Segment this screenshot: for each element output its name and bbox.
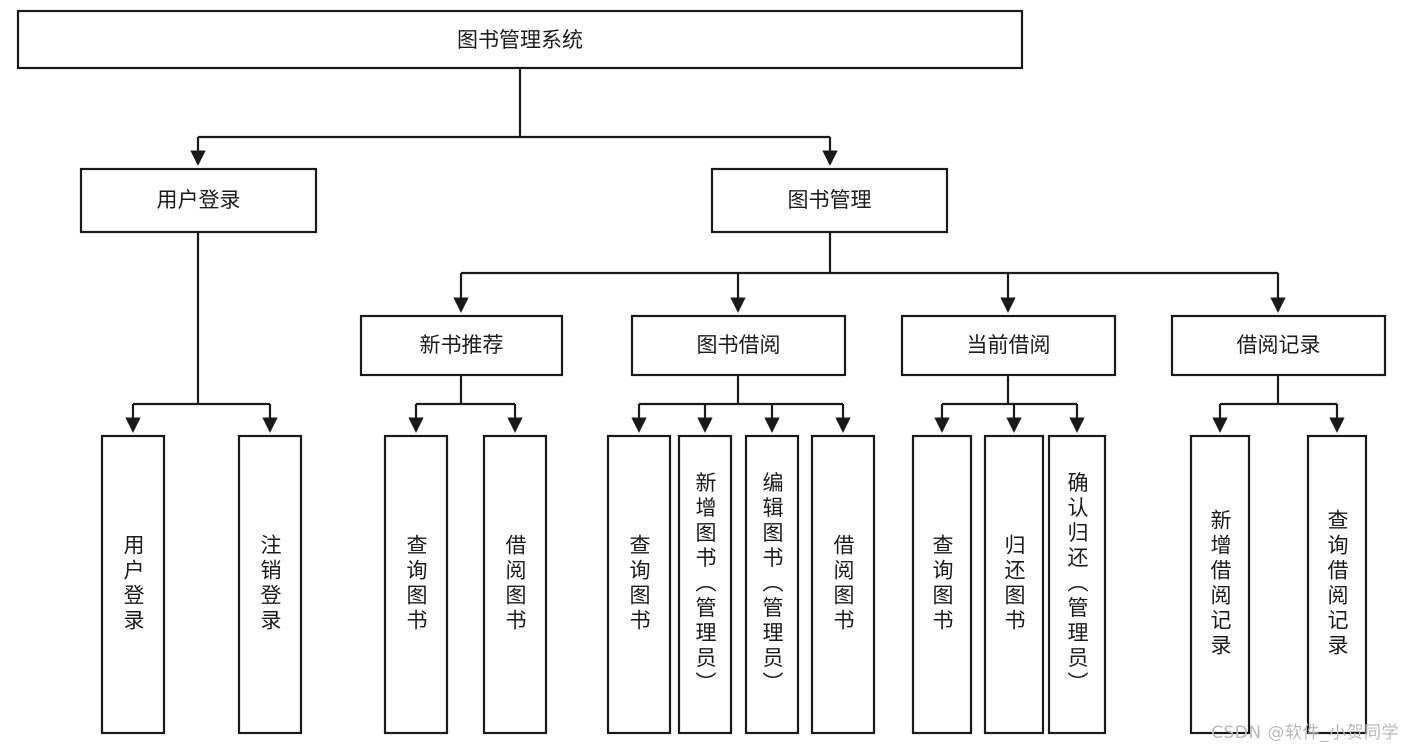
node-leaf-query-book-current-box[interactable] <box>911 434 973 735</box>
node-new-book-rec[interactable]: 新书推荐 <box>359 314 564 377</box>
node-book-borrow-box[interactable] <box>630 314 847 377</box>
node-leaf-edit-book-admin-box[interactable] <box>744 434 800 735</box>
node-leaf-add-book-admin-label: 新增图书（管理员） <box>693 472 717 697</box>
node-leaf-query-book-current[interactable]: 查询图书 <box>911 434 973 735</box>
node-current-borrow-box[interactable] <box>900 314 1117 377</box>
connector-group-user-login <box>125 232 278 433</box>
node-book-borrow-label: 图书借阅 <box>697 333 781 357</box>
node-leaf-user-login-label: 用户登录 <box>121 534 145 634</box>
node-leaf-confirm-return-admin[interactable]: 确认归还（管理员） <box>1047 434 1107 735</box>
node-leaf-user-login[interactable]: 用户登录 <box>100 434 166 735</box>
node-leaf-add-book-admin[interactable]: 新增图书（管理员） <box>677 434 733 735</box>
node-root[interactable]: 图书管理系统 <box>16 9 1024 70</box>
node-root-label: 图书管理系统 <box>457 28 583 52</box>
node-leaf-borrow-book-rec[interactable]: 借阅图书 <box>482 434 548 735</box>
node-user-login-box[interactable] <box>79 167 318 234</box>
node-leaf-query-book-rec-label: 查询图书 <box>404 534 428 634</box>
node-user-login-label: 用户登录 <box>157 188 241 212</box>
node-borrow-record-box[interactable] <box>1170 314 1387 377</box>
node-borrow-record-label: 借阅记录 <box>1237 333 1321 357</box>
node-leaf-user-logout[interactable]: 注销登录 <box>237 434 303 735</box>
node-leaf-borrow-book-rec-label: 借阅图书 <box>503 534 527 634</box>
node-leaf-return-book[interactable]: 归还图书 <box>983 434 1045 735</box>
node-leaf-borrow-book-rec-box[interactable] <box>482 434 548 735</box>
node-leaf-user-logout-box[interactable] <box>237 434 303 735</box>
node-leaf-borrow-book-label: 借阅图书 <box>831 534 855 634</box>
node-leaf-confirm-return-admin-box[interactable] <box>1047 434 1107 735</box>
connector-group-current-borrow <box>934 375 1085 433</box>
node-leaf-confirm-return-admin-label: 确认归还（管理员） <box>1065 472 1089 697</box>
node-leaf-query-book-borrow-box[interactable] <box>606 434 672 735</box>
node-leaf-query-book-current-label: 查询图书 <box>930 534 954 634</box>
node-leaf-add-borrow-record[interactable]: 新增借阅记录 <box>1189 434 1251 735</box>
node-root-box[interactable] <box>16 9 1024 70</box>
node-leaf-borrow-book-box[interactable] <box>810 434 876 735</box>
node-leaf-query-borrow-record-box[interactable] <box>1306 434 1368 735</box>
connector-group-book-borrow <box>631 375 851 433</box>
node-book-borrow[interactable]: 图书借阅 <box>630 314 847 377</box>
node-user-login[interactable]: 用户登录 <box>79 167 318 234</box>
connector-group-borrow-record <box>1212 375 1345 433</box>
node-current-borrow-label: 当前借阅 <box>967 333 1051 357</box>
node-leaf-query-borrow-record[interactable]: 查询借阅记录 <box>1306 434 1368 735</box>
node-leaf-query-book-rec[interactable]: 查询图书 <box>383 434 449 735</box>
node-leaf-add-borrow-record-label: 新增借阅记录 <box>1208 509 1232 659</box>
node-leaf-query-book-borrow[interactable]: 查询图书 <box>606 434 672 735</box>
node-new-book-rec-box[interactable] <box>359 314 564 377</box>
node-leaf-add-book-admin-box[interactable] <box>677 434 733 735</box>
node-leaf-query-book-borrow-label: 查询图书 <box>627 534 651 634</box>
node-current-borrow[interactable]: 当前借阅 <box>900 314 1117 377</box>
node-new-book-rec-label: 新书推荐 <box>420 333 504 357</box>
node-borrow-record[interactable]: 借阅记录 <box>1170 314 1387 377</box>
node-leaf-edit-book-admin[interactable]: 编辑图书（管理员） <box>744 434 800 735</box>
node-leaf-user-logout-label: 注销登录 <box>258 534 282 634</box>
node-leaf-query-book-rec-box[interactable] <box>383 434 449 735</box>
node-leaf-return-book-box[interactable] <box>983 434 1045 735</box>
connector-group-root <box>190 68 838 166</box>
node-book-manage-box[interactable] <box>710 167 949 234</box>
node-book-manage-label: 图书管理 <box>788 188 872 212</box>
node-leaf-edit-book-admin-label: 编辑图书（管理员） <box>760 472 784 697</box>
node-leaf-user-login-box[interactable] <box>100 434 166 735</box>
node-leaf-query-borrow-record-label: 查询借阅记录 <box>1325 509 1349 659</box>
node-book-manage[interactable]: 图书管理 <box>710 167 949 234</box>
node-leaf-borrow-book[interactable]: 借阅图书 <box>810 434 876 735</box>
connector-group-new-book-rec <box>408 375 523 433</box>
node-leaf-return-book-label: 归还图书 <box>1002 534 1026 634</box>
connector-group-book-manage <box>453 232 1286 313</box>
node-leaf-add-borrow-record-box[interactable] <box>1189 434 1251 735</box>
